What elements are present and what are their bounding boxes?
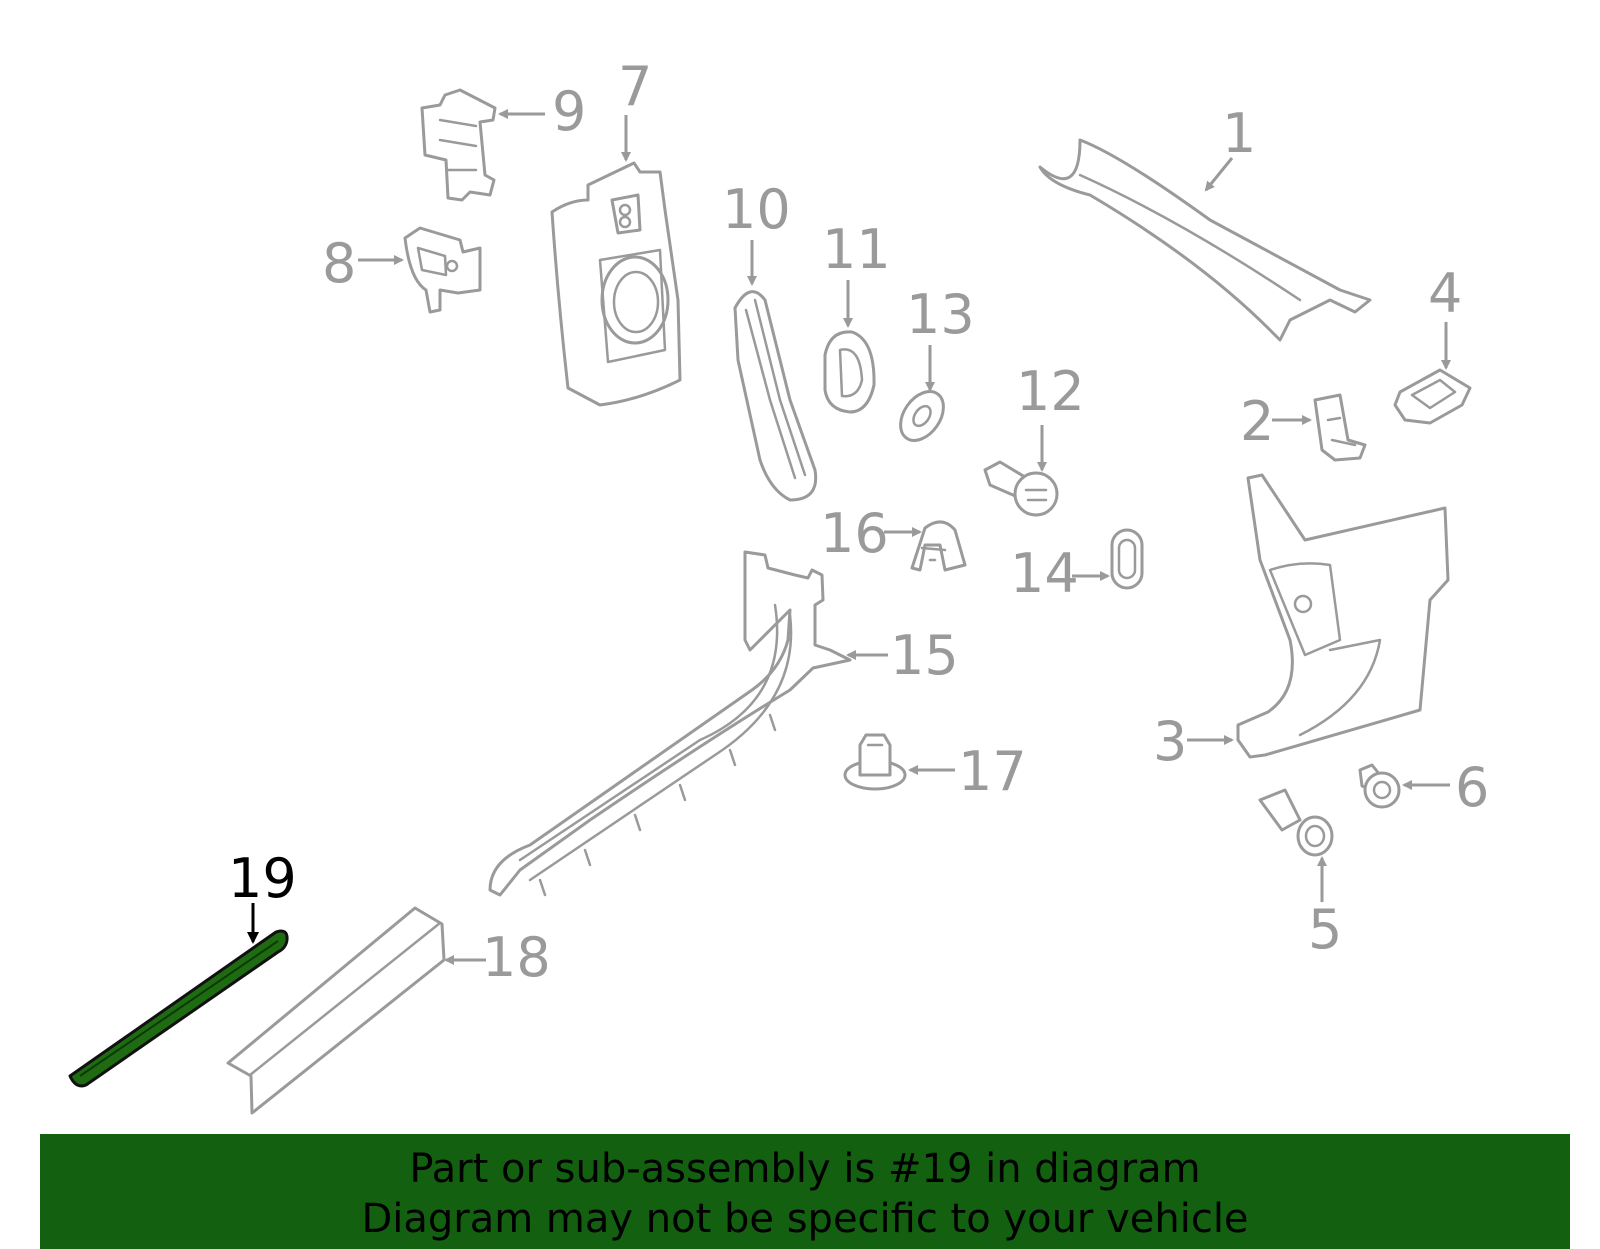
callout-2: 2 xyxy=(1240,390,1312,453)
callout-19: 19 xyxy=(228,847,297,944)
callout-3: 3 xyxy=(1153,710,1234,773)
part-11-grommet[interactable] xyxy=(823,330,876,414)
banner-line-1: Part or sub-assembly is #19 in diagram xyxy=(409,1146,1201,1192)
svg-text:16: 16 xyxy=(820,502,889,565)
svg-text:9: 9 xyxy=(552,80,586,143)
svg-text:13: 13 xyxy=(906,283,975,346)
part-18-tape[interactable] xyxy=(226,906,446,1115)
svg-text:12: 12 xyxy=(1016,360,1085,423)
part-1-pillar-trim[interactable] xyxy=(1038,138,1372,342)
info-banner: Part or sub-assembly is #19 in diagram D… xyxy=(40,1134,1570,1249)
callout-5: 5 xyxy=(1308,856,1342,961)
callout-12: 12 xyxy=(1016,360,1085,472)
part-2-clip[interactable] xyxy=(1313,393,1367,462)
svg-text:14: 14 xyxy=(1010,542,1079,605)
banner-line-2: Diagram may not be specific to your vehi… xyxy=(361,1196,1249,1242)
svg-text:17: 17 xyxy=(958,740,1027,803)
svg-text:19: 19 xyxy=(228,847,297,910)
part-7-pillar-upper-trim[interactable] xyxy=(550,161,682,407)
callout-10: 10 xyxy=(722,178,791,286)
part-15-scuff-plate[interactable] xyxy=(488,550,852,897)
svg-text:5: 5 xyxy=(1308,898,1342,961)
part-5-push-fastener[interactable] xyxy=(1258,788,1334,857)
svg-text:3: 3 xyxy=(1153,710,1187,773)
callout-7: 7 xyxy=(618,55,652,162)
part-16-clip[interactable] xyxy=(910,520,967,572)
callout-17: 17 xyxy=(908,740,1027,803)
callout-6: 6 xyxy=(1402,756,1489,819)
svg-text:10: 10 xyxy=(722,178,791,241)
svg-text:4: 4 xyxy=(1428,262,1462,325)
callout-4: 4 xyxy=(1428,262,1462,370)
part-3-kick-panel[interactable] xyxy=(1236,473,1450,759)
callout-9: 9 xyxy=(498,80,586,143)
part-4-nut-clip[interactable] xyxy=(1393,368,1472,425)
part-6-button-clip[interactable] xyxy=(1358,763,1401,809)
callout-13: 13 xyxy=(906,283,975,392)
svg-text:7: 7 xyxy=(618,55,652,118)
part-9-bracket[interactable] xyxy=(420,88,497,202)
callout-14: 14 xyxy=(1010,542,1110,605)
svg-text:2: 2 xyxy=(1240,390,1274,453)
part-12-screw[interactable] xyxy=(983,460,1059,517)
part-19-sill-molding[interactable] xyxy=(68,929,289,1088)
svg-text:18: 18 xyxy=(482,926,551,989)
callout-8: 8 xyxy=(322,232,404,295)
part-10-seal-strip[interactable] xyxy=(733,290,818,502)
part-13-washer[interactable] xyxy=(892,384,952,449)
callout-15: 15 xyxy=(846,624,959,687)
part-8-bracket[interactable] xyxy=(403,226,482,314)
callout-1: 1 xyxy=(1204,102,1256,192)
callout-18: 18 xyxy=(444,926,551,989)
svg-text:6: 6 xyxy=(1455,756,1489,819)
part-14-plug[interactable] xyxy=(1110,528,1144,590)
callout-11: 11 xyxy=(822,218,891,328)
callout-16: 16 xyxy=(820,502,922,565)
svg-text:8: 8 xyxy=(322,232,356,295)
svg-text:15: 15 xyxy=(890,624,959,687)
part-17-nut[interactable] xyxy=(843,733,907,791)
svg-text:1: 1 xyxy=(1222,102,1256,165)
svg-text:11: 11 xyxy=(822,218,891,281)
